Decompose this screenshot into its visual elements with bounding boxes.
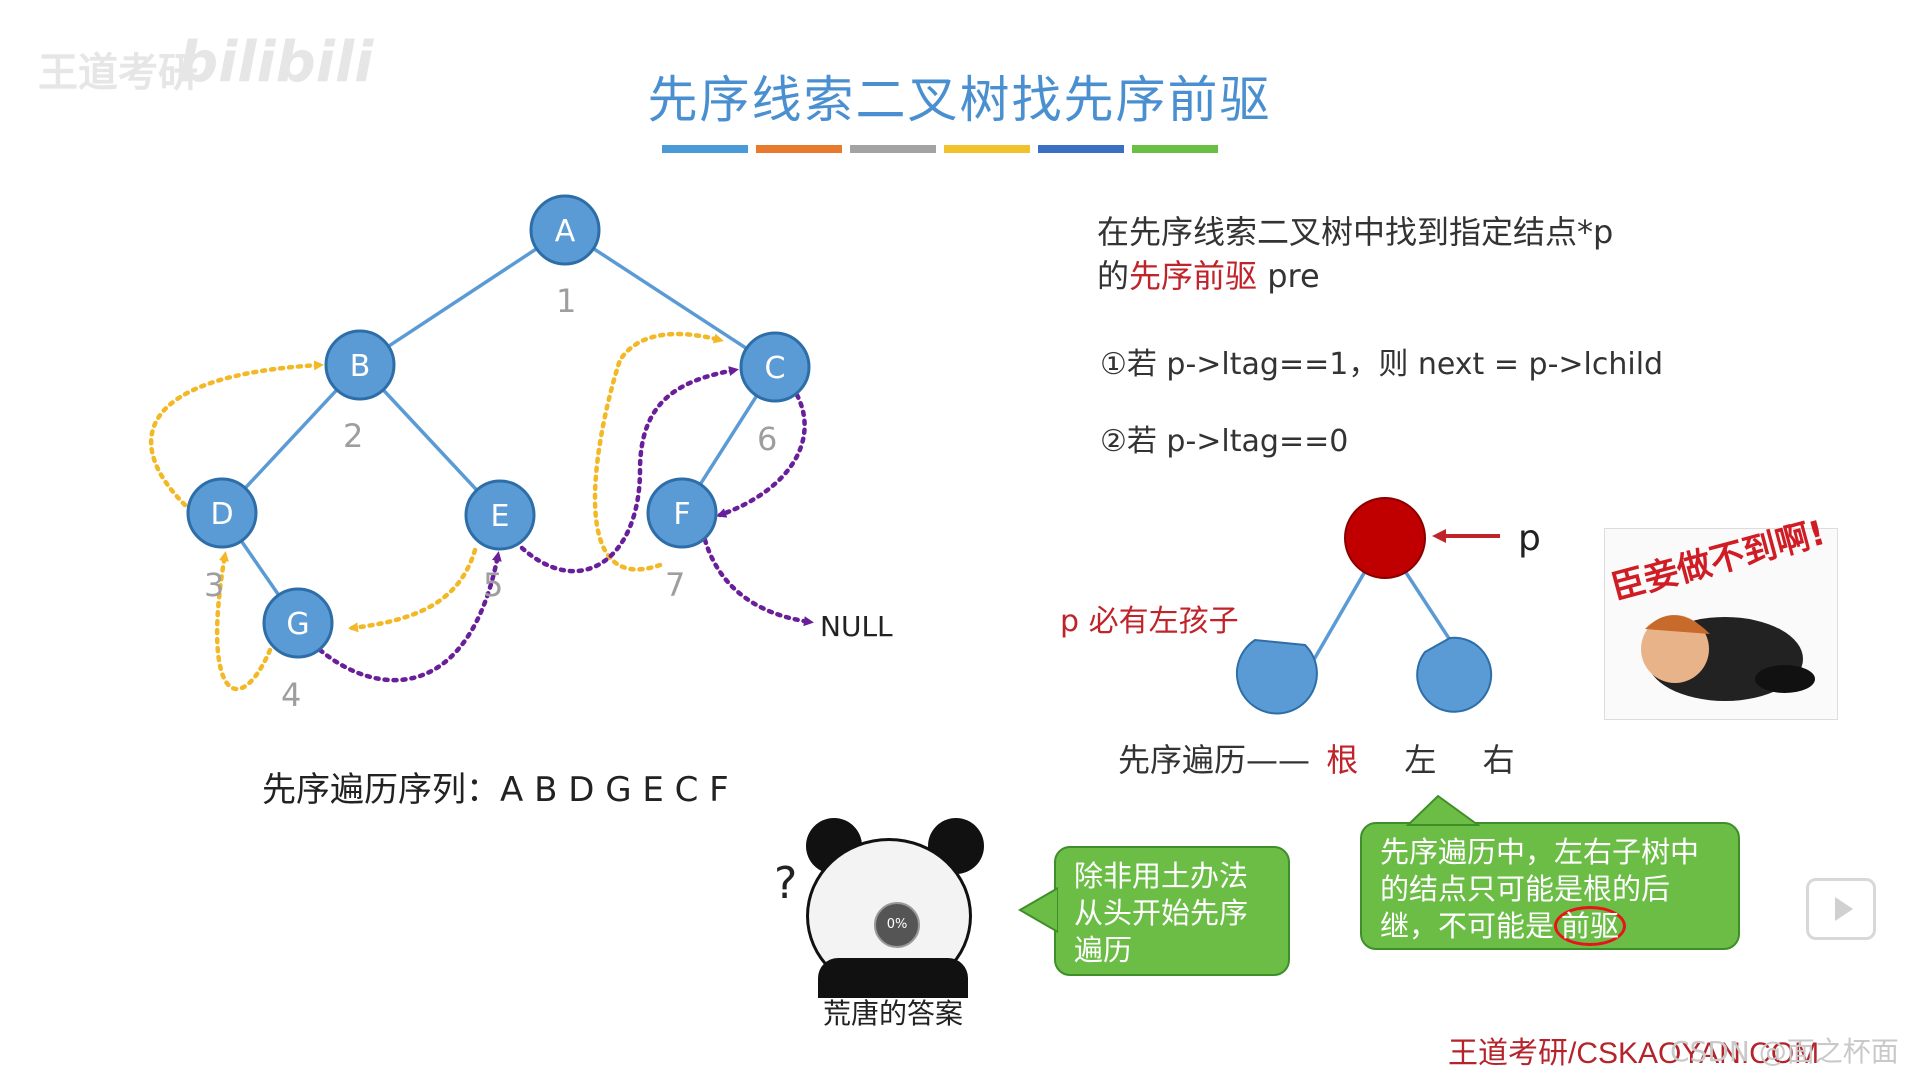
color-bar — [850, 145, 936, 153]
node-c: C — [739, 331, 811, 403]
play-button[interactable] — [1806, 878, 1876, 940]
svg-text:E: E — [491, 499, 510, 534]
right-subtree-shape — [1416, 636, 1493, 713]
edge-p-left — [1303, 567, 1369, 676]
node-f: F — [646, 477, 718, 549]
description-line: 的先序前驱 pre — [1097, 257, 1320, 295]
rule-1: ①若 p->ltag==1，则 next = p->lchild — [1100, 347, 1664, 382]
left-subtree-shape — [1235, 638, 1318, 715]
svg-text:D: D — [210, 497, 233, 532]
order-number: 1 — [556, 282, 576, 320]
description-line: 在先序线索二叉树中找到指定结点*p — [1097, 213, 1614, 251]
subtree-diagram: p — [1235, 497, 1541, 715]
thread-d-to-b — [148, 360, 324, 508]
color-bar — [756, 145, 842, 153]
order-number: 7 — [665, 566, 685, 604]
preorder-rule: 先序遍历—— 根 左 右 — [1118, 741, 1515, 779]
bubble-left-tail — [1018, 886, 1058, 934]
sequence-value: A B D G E C F — [500, 770, 729, 810]
footer-overlay: CSDN @面之杯面 — [1670, 1035, 1899, 1068]
title-color-bars — [662, 145, 1218, 153]
slide-title: 先序线索二叉树找先序前驱 — [647, 71, 1272, 129]
panda-meme: ? 0% — [774, 818, 1008, 1028]
node-a: A — [529, 194, 601, 266]
bilibili-logo: bilibili — [178, 30, 374, 95]
meme-image-top — [1604, 528, 1838, 720]
preorder-sequence: 先序遍历序列：A B D G E C F — [262, 762, 729, 811]
order-number: 3 — [204, 566, 224, 604]
green-bubble-right: 先序遍历中，左右子树中的结点只可能是根的后继，不可能是前驱 — [1360, 822, 1740, 950]
sequence-label: 先序遍历序列： — [262, 770, 500, 810]
null-label: NULL — [820, 610, 893, 643]
highlight-text: 先序前驱 — [1129, 257, 1258, 295]
right-word: 右 — [1482, 741, 1515, 779]
order-number: 5 — [483, 566, 503, 604]
color-bar — [944, 145, 1030, 153]
edge-p-right — [1401, 567, 1452, 641]
rule-2: ②若 p->ltag==0 — [1100, 424, 1349, 459]
color-bar — [1132, 145, 1218, 153]
left-word: 左 — [1404, 741, 1437, 779]
thread-e-to-c — [519, 366, 739, 574]
watermark-text: 王道考研 — [38, 50, 198, 96]
threaded-binary-tree: A B C D E F G 1 2 3 4 5 6 7 NULL — [148, 194, 893, 714]
description-block: 在先序线索二叉树中找到指定结点*p 的先序前驱 pre — [1097, 210, 1613, 298]
thread-g-to-e — [317, 551, 502, 683]
color-bar — [662, 145, 748, 153]
thread-f-to-null — [702, 537, 814, 627]
svg-text:B: B — [350, 349, 371, 384]
thread-e-to-g — [348, 547, 478, 633]
circled-word: 前驱 — [1554, 906, 1627, 946]
root-word: 根 — [1326, 741, 1359, 779]
panda-caption: 荒唐的答案 — [823, 997, 964, 1030]
order-number: 2 — [343, 417, 363, 455]
progress-badge: 0% — [874, 902, 920, 948]
question-mark: ? — [774, 858, 798, 909]
footer-brand: 王道考研/CSKAOYAN.COM — [1448, 1037, 1820, 1070]
node-g: G — [262, 587, 334, 659]
green-bubble-left: 除非用土办法从头开始先序遍历 — [1054, 846, 1290, 976]
play-icon — [1835, 897, 1853, 921]
edge-a-b — [359, 228, 566, 367]
node-e: E — [464, 479, 536, 551]
thread-c-to-f — [716, 392, 807, 518]
node-d: D — [186, 477, 258, 549]
order-number: 6 — [757, 420, 777, 458]
edge-a-c — [564, 228, 776, 369]
svg-text:C: C — [765, 351, 786, 386]
panda-body — [818, 958, 968, 998]
left-child-note: p 必有左孩子 — [1060, 604, 1239, 639]
bubble-right-tail — [1405, 794, 1480, 826]
node-p — [1344, 497, 1426, 579]
pointer-label: p — [1518, 518, 1541, 559]
color-bar — [1038, 145, 1124, 153]
node-b: B — [324, 329, 396, 401]
svg-text:F: F — [673, 497, 690, 532]
svg-text:G: G — [286, 607, 309, 642]
svg-text:A: A — [555, 214, 576, 249]
thread-g-to-d — [214, 551, 273, 692]
order-number: 4 — [281, 676, 301, 714]
